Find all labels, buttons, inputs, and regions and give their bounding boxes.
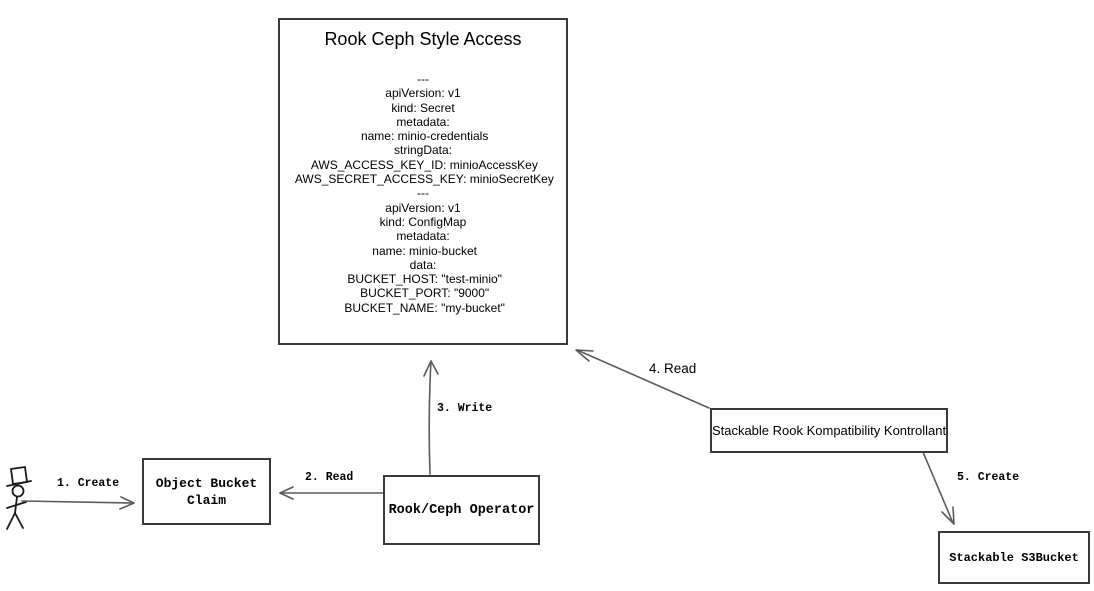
node-stackable-s3bucket: Stackable S3Bucket xyxy=(938,531,1090,584)
user-stick-figure-icon xyxy=(6,466,32,530)
node-rook-ceph-operator-label: Rook/Ceph Operator xyxy=(388,502,535,518)
edge-label-read-access: 4. Read xyxy=(649,361,697,376)
arrow-create-s3bucket xyxy=(922,451,955,525)
arrow-create-obc xyxy=(21,496,135,510)
arrow-read-access xyxy=(575,349,710,409)
arrow-write-access xyxy=(423,360,439,475)
code-box-yaml-content: --- apiVersion: v1 kind: Secret metadata… xyxy=(294,72,554,315)
node-rook-ceph-style-access: Rook Ceph Style Access --- apiVersion: v… xyxy=(278,18,568,345)
node-stackable-s3bucket-label: Stackable S3Bucket xyxy=(949,550,1079,565)
arrow-read-obc xyxy=(279,486,384,500)
code-box-title: Rook Ceph Style Access xyxy=(324,29,522,49)
edge-label-create-obc: 1. Create xyxy=(57,477,120,490)
edge-label-read-obc: 2. Read xyxy=(305,471,354,484)
node-stackable-kontrollant: Stackable Rook Kompatibility Kontrollant xyxy=(710,408,948,453)
node-object-bucket-claim: Object Bucket Claim xyxy=(142,458,271,525)
node-stackable-kontrollant-label: Stackable Rook Kompatibility Kontrollant xyxy=(711,423,947,438)
edge-label-create-s3bucket: 5. Create xyxy=(957,471,1020,484)
node-object-bucket-claim-label: Object Bucket Claim xyxy=(155,475,258,508)
edge-label-write-access: 3. Write xyxy=(437,402,493,415)
node-rook-ceph-operator: Rook/Ceph Operator xyxy=(383,475,540,545)
